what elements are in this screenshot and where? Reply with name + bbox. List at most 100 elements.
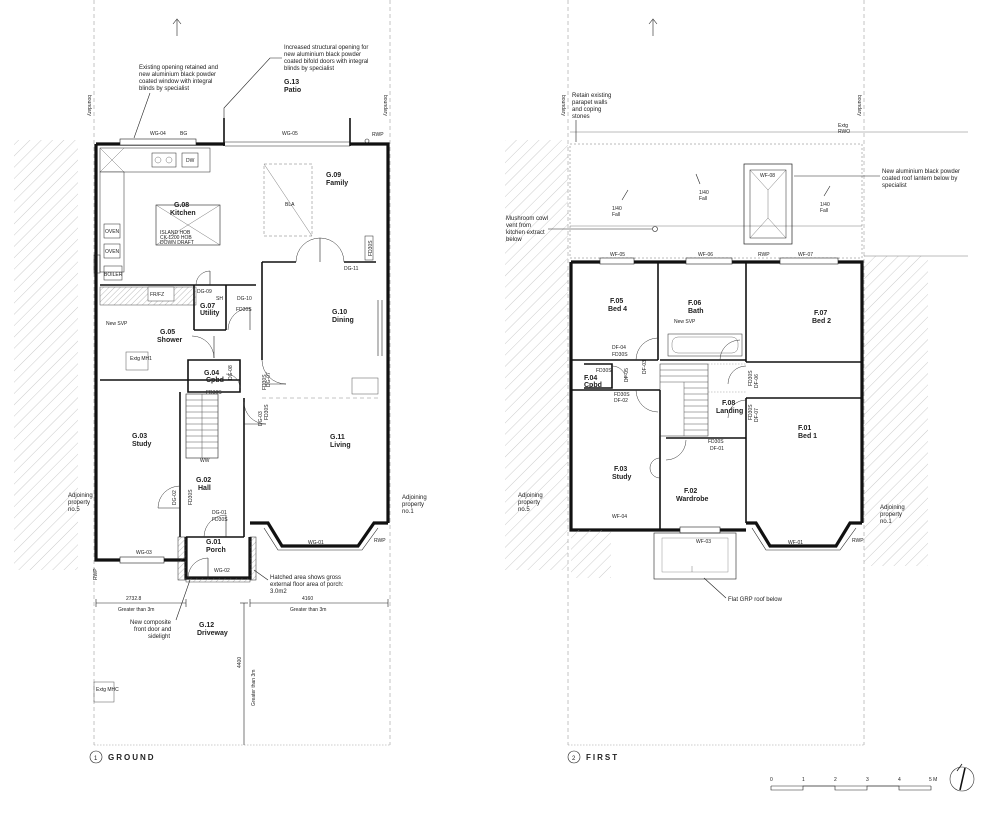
svg-text:Flat GRP roof below: Flat GRP roof below — [728, 597, 783, 603]
scale-tick-1: 1 — [802, 777, 805, 783]
room-g09-code: G.09 — [326, 172, 341, 179]
door-df-04-swing — [635, 337, 659, 361]
door-dg-02-swing — [157, 485, 181, 509]
first-front-bay-wall — [746, 521, 862, 548]
label-df-01: DF-01 — [710, 446, 724, 452]
ground-note-window: Existing opening retained and new alumin… — [133, 65, 218, 139]
first-note-cowl: Mushroom cowl vent from kitchen extract … — [506, 216, 658, 243]
svg-text:front door and: front door and — [134, 627, 171, 633]
room-f08-code: F.08 — [722, 400, 735, 407]
room-f07-code: F.07 — [814, 310, 827, 317]
label-bla: BLA — [285, 202, 295, 208]
room-g09-name: Family — [326, 180, 348, 187]
label-wf-05: WF-05 — [610, 252, 625, 258]
room-f07-name: Bed 2 — [812, 318, 831, 325]
room-g10-name: Dining — [332, 317, 354, 324]
door-dg-10-swing-right — [319, 237, 345, 263]
label-dg-03: DG-03 — [258, 411, 264, 426]
flat-roof-outline — [569, 143, 863, 259]
label-fd30s-wardrobe: FD30S — [708, 439, 724, 445]
svg-text:below: below — [506, 237, 522, 243]
label-sh: SH — [216, 296, 223, 302]
ground-note-hatched-area: Hatched area shows gross external floor … — [253, 569, 344, 595]
ground-patio-label: G.13 Patio — [284, 79, 301, 94]
flat-grp-roof — [653, 532, 737, 580]
porch-hatched-right — [249, 536, 257, 581]
label-wf-06: WF-06 — [698, 252, 713, 258]
svg-text:coated window with integral: coated window with integral — [139, 79, 212, 85]
svg-text:4160: 4160 — [302, 596, 313, 602]
room-g10-code: G.10 — [332, 309, 347, 316]
svg-text:no.1: no.1 — [402, 509, 414, 515]
door-df-07-swing — [727, 399, 747, 419]
label-dw: DW — [186, 158, 195, 164]
window-wf-05 — [599, 257, 635, 265]
room-g12-code: G.12 — [199, 622, 214, 629]
room-g05-code: G.05 — [160, 329, 175, 336]
svg-text:parapet walls: parapet walls — [572, 100, 607, 106]
label-ww: WW — [200, 458, 210, 464]
label-wf-08: WF-08 — [760, 173, 775, 179]
svg-text:Mushroom cowl: Mushroom cowl — [506, 216, 548, 222]
first-boundary-right-label: boundary — [856, 95, 862, 116]
svg-text:Hatched area shows gross: Hatched area shows gross — [270, 575, 341, 581]
room-f08-name: Landing — [716, 408, 743, 415]
bay-window-wf-01 — [751, 527, 857, 551]
svg-text:Greater than 3m: Greater than 3m — [290, 607, 326, 613]
label-rwp-top: RWP — [372, 132, 384, 138]
room-g01-name: Porch — [206, 547, 226, 554]
front-door-swing — [187, 557, 209, 579]
door-df-05-swing — [611, 365, 627, 381]
room-f01-code: F.01 — [798, 425, 811, 432]
oven-2-icon — [103, 243, 121, 259]
svg-text:Fall: Fall — [820, 208, 828, 214]
label-df-06: DF-06 — [754, 374, 760, 388]
north-arrow-icon — [949, 763, 975, 792]
svg-text:FIRST: FIRST — [586, 753, 619, 762]
svg-text:property: property — [68, 500, 90, 506]
svg-text:1/40: 1/40 — [699, 190, 709, 196]
svg-text:Fall: Fall — [699, 196, 707, 202]
label-wg-02: WG-02 — [214, 568, 230, 574]
svg-text:1: 1 — [94, 756, 98, 762]
svg-text:blinds by specialist: blinds by specialist — [139, 86, 189, 92]
label-dg-02: DG-02 — [172, 490, 178, 505]
svg-text:1/40: 1/40 — [612, 206, 622, 212]
svg-text:no.1: no.1 — [880, 519, 892, 525]
bath-tub-icon — [667, 333, 743, 357]
extg-mhc-icon — [93, 681, 115, 703]
first-north-marker-icon — [648, 18, 658, 36]
svg-text:no.5: no.5 — [518, 507, 530, 513]
svg-text:new aluminium black powder: new aluminium black powder — [284, 52, 361, 58]
manhole-icon — [125, 351, 149, 371]
first-note-lantern: New aluminium black powder coated roof l… — [794, 169, 960, 189]
label-df-07: DF-07 — [754, 408, 760, 422]
svg-text:3.0m2: 3.0m2 — [270, 589, 287, 595]
label-df-05: DF-05 — [624, 368, 630, 382]
ground-floor-plan: boundary boundary Existing opening retai… — [14, 0, 427, 764]
label-wg-01: WG-01 — [308, 540, 324, 546]
room-f02-code: F.02 — [684, 488, 697, 495]
first-note-grp: Flat GRP roof below — [703, 577, 783, 603]
cowl-vent-icon — [652, 226, 658, 232]
room-g02-name: Hall — [198, 485, 211, 492]
label-extg-mh1: Extg MH1 — [130, 356, 152, 362]
svg-text:Adjoining: Adjoining — [518, 493, 543, 499]
label-rwp-first: RWP — [758, 252, 770, 258]
label-fd30s-utility: FD30S — [236, 307, 252, 313]
door-dg-01-swing — [203, 514, 227, 538]
room-f05-name: Bed 4 — [608, 306, 627, 313]
label-df-04: DF-04 — [612, 345, 626, 351]
island-label-2: CK 1200 HOB — [160, 235, 192, 241]
label-fd30s-bed4: FD30S — [612, 352, 628, 358]
door-dg-09-swing — [195, 270, 211, 286]
label-fd30s-cpbd-first: FD30S — [596, 368, 612, 374]
label-fd30s-cpbd: FD30S — [206, 390, 222, 396]
room-f06-name: Bath — [688, 308, 704, 315]
door-dg-10-utility-swing — [227, 307, 251, 331]
ground-front-bay-wall — [250, 521, 388, 548]
svg-text:property: property — [880, 512, 902, 518]
svg-text:G.13: G.13 — [284, 79, 299, 86]
window-wf-07 — [779, 257, 839, 265]
